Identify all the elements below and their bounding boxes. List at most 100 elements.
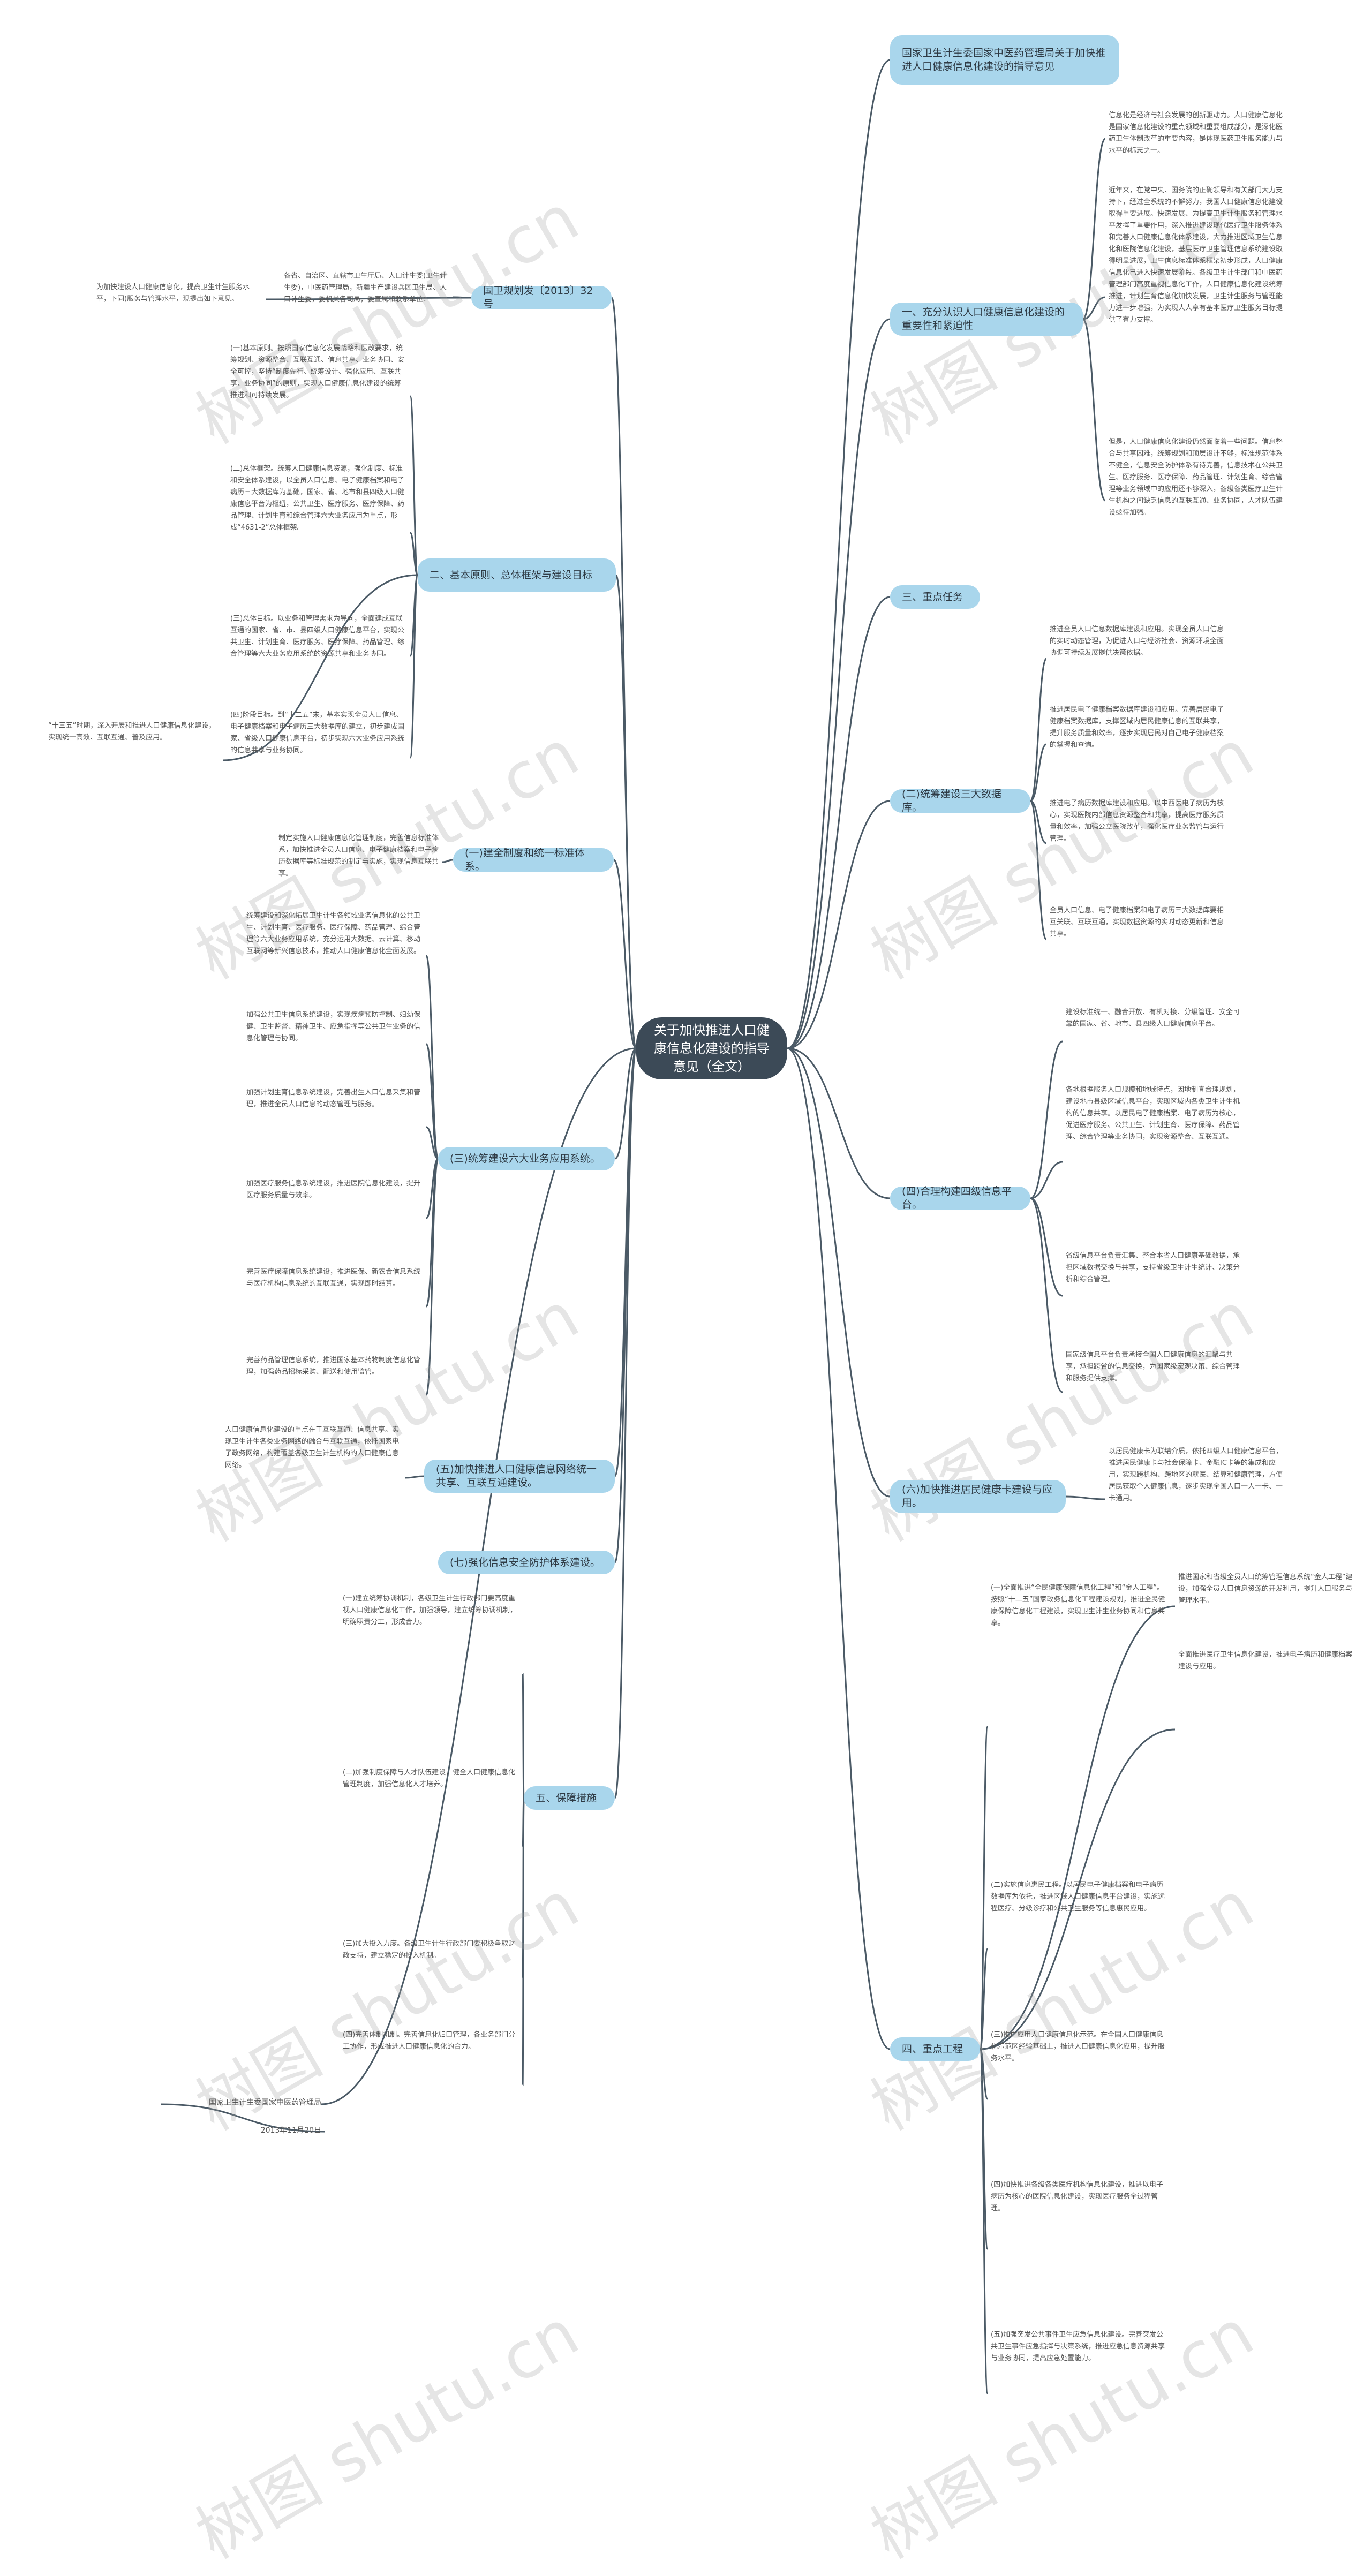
branch-principles[interactable]: 二、基本原则、总体框架与建设目标 (418, 558, 616, 592)
branch-three-databases[interactable]: (二)统筹建设三大数据库。 (890, 788, 1030, 813)
connector-line (980, 1605, 1176, 2050)
branch-text: 以居民健康卡为联结介质，依托四级人口健康信息平台，推进居民健康卡与社会保障卡、金… (1109, 1447, 1283, 1502)
branch-text: 全员人口信息、电子健康档案和电子病历三大数据库要相互关联、互联互通，实现数据资源… (1050, 906, 1224, 938)
branch-text: 近年来，在党中央、国务院的正确领导和有关部门大力支持下，经过全系统的不懈努力，我… (1109, 186, 1283, 324)
connector-line (979, 1948, 989, 2050)
branch-text: 加强医疗服务信息系统建设，推进医院信息化建设，提升医疗服务质量与效率。 (246, 1180, 421, 1199)
branch-key-projects[interactable]: 四、重点工程 (890, 2037, 980, 2061)
branch-text: 信息化是经济与社会发展的创新驱动力。人口健康信息化是国家信息化建设的重点领域和重… (1109, 111, 1283, 155)
branch-text: 制定实施人口健康信息化管理制度，完善信息标准体系，加快推进全员人口信息、电子健康… (278, 834, 439, 878)
connector-line (425, 1158, 439, 1396)
branch-text: (二)实施信息惠民工程。以居民电子健康档案和电子病历数据库为依托，推进区域人口健… (991, 1881, 1165, 1913)
issue-date: 2013年11月20日 (260, 2126, 321, 2135)
branch-standards[interactable]: (一)建全制度和统一标准体系。 (453, 847, 614, 872)
branch-text: 推进国家和省级全员人口统筹管理信息系统“金人工程”建设，加强全员人口信息资源的开… (1178, 1573, 1353, 1605)
branch-text: 人口健康信息化建设的重点在于互联互通、信息共享。实现卫生计生各类业务网络的融合与… (225, 1426, 400, 1469)
connector-line (1030, 743, 1047, 802)
issuer-label: 国家卫生计生委国家中医药管理局 (209, 2098, 321, 2107)
connector-line (409, 574, 419, 759)
branch-text: (一)建立统筹协调机制，各级卫生计生行政部门要高度重视人口健康信息化工作，加强领… (343, 1595, 517, 1626)
branch-text: “十三五”时期，深入开展和推进人口健康信息化建设，实现统一高效、互联互通、普及应… (48, 722, 216, 742)
branch-text: 省级信息平台负责汇集、整合本省人口健康基础数据，承担区域数据交换与共享，支持省级… (1066, 1252, 1240, 1283)
connector-line (1030, 1197, 1063, 1297)
connector-line (1030, 1161, 1063, 1199)
connector-lines (160, 59, 1176, 2394)
branch-security[interactable]: (七)强化信息安全防护体系建设。 (438, 1551, 615, 1574)
branch-importance[interactable]: 一、充分认识人口健康信息化建设的重要性和紧迫性 (890, 303, 1083, 336)
branch-safeguards[interactable]: 五、保障措施 (524, 1786, 615, 1810)
connector-line (1065, 1495, 1106, 1500)
branch-text: (二)加强制度保障与人才队伍建设，健全人口健康信息化管理制度，加强信息化人才培养… (343, 1769, 516, 1788)
central-topic[interactable]: 关于加快推进人口健康信息化建设的指导意见（全文） (636, 1017, 787, 1079)
connector-line (522, 1797, 525, 2087)
connector-line (1082, 138, 1106, 320)
branch-text: 统筹建设和深化拓展卫生计生各领域业务信息化的公共卫生、计划生育、医疗服务、医疗保… (246, 912, 421, 955)
branch-text: (三)加大投入力度。各级卫生计生行政部门要积极争取财政支持，建立稳定的投入机制。 (343, 1940, 516, 1960)
branch-text: (五)加强突发公共事件卫生应急信息化建设。完善突发公共卫生事件应急指挥与决策系统… (991, 2331, 1165, 2362)
connector-line (1082, 318, 1106, 502)
connector-line (265, 297, 472, 300)
connector-line (787, 1047, 891, 1199)
connector-line (442, 859, 454, 863)
connector-line (522, 1672, 525, 1799)
branch-text: (四)阶段目标。到“十二五”末，基本实现全员人口信息、电子健康档案和电子病历三大… (230, 711, 405, 754)
connector-line (160, 2103, 325, 2133)
branch-text: (二)总体框架。统筹人口健康信息资源，强化制度、标准和安全体系建设，以全员人口信… (230, 465, 405, 532)
connector-line (426, 1126, 439, 1160)
connector-line (614, 1047, 637, 1563)
branch-text: (三)推广应用人口健康信息化示范。在全国人口健康信息化示范区经验基础上，推进人口… (991, 2031, 1165, 2063)
connector-line (1029, 800, 1048, 941)
branch-text: 推进电子病历数据库建设和应用。以中西医电子病历为核心，实现医院内部信息资源整合和… (1050, 799, 1224, 843)
branch-key-tasks[interactable]: 三、重点任务 (890, 585, 980, 609)
connector-line (1029, 658, 1048, 802)
branch-text: 加强计划生育信息系统建设，完善出生人口信息采集和管理，推进全员人口信息的动态管理… (246, 1089, 421, 1108)
branch-text: 为加快建设人口健康信息化，提高卫生计生服务水平，下同)服务与管理水平，现提出如下… (96, 283, 250, 303)
connector-line (787, 1047, 891, 1498)
connector-line (979, 2048, 989, 2394)
connector-line (1030, 800, 1047, 844)
connector-line (1082, 296, 1106, 320)
connector-line (613, 859, 637, 1049)
connector-line (787, 596, 891, 1049)
branch-text: 建设标准统一、融合开放、有机对接、分级管理、安全可靠的国家、省、地市、县四级人口… (1066, 1008, 1240, 1028)
connector-line (321, 1047, 637, 2105)
branch-document-number[interactable]: 国卫规划发〔2013〕32号 (471, 285, 612, 310)
branch-text: 加强公共卫生信息系统建设，实现疾病预防控制、妇幼保健、卫生监督、精神卫生、应急指… (246, 1011, 421, 1043)
branch-text: 但是，人口健康信息化建设仍然面临着一些问题。信息整合与共享困难，统筹规划和顶层设… (1109, 438, 1283, 517)
branch-text: (三)总体目标。以业务和管理需求为导向，全面建成互联互通的国家、省、市、县四级人… (230, 615, 405, 658)
branch-health-card[interactable]: (六)加快推进居民健康卡建设与应用。 (890, 1480, 1066, 1513)
connector-line (615, 574, 637, 1049)
connector-line (787, 800, 891, 1049)
connector-line (614, 1047, 637, 1799)
branch-six-applications[interactable]: (三)统筹建设六大业务应用系统。 (438, 1147, 615, 1170)
connector-line (787, 1047, 891, 2050)
branch-text: (四)加快推进各级各类医疗机构信息化建设，推进以电子病历为核心的医院信息化建设，… (991, 2181, 1164, 2212)
connector-line (979, 1726, 989, 2050)
branch-text: (一)全面推进“全民健康保障信息化工程”和“金人工程”。按照“十二五”国家政务信… (991, 1584, 1165, 1627)
connector-line (222, 574, 418, 761)
branch-text: 全面推进医疗卫生信息化建设，推进电子病历和健康档案建设与应用。 (1178, 1651, 1353, 1671)
branch-four-platforms[interactable]: (四)合理构建四级信息平台。 (890, 1185, 1030, 1211)
branch-text: 各地根据服务人口规模和地域特点，因地制宜合理规划，建设地市县级区域信息平台，实现… (1066, 1086, 1240, 1141)
branch-text: 推进居民电子健康档案数据库建设和应用。完善居民电子健康档案数据库，支撑区域内居民… (1050, 706, 1224, 749)
branch-guidance-title[interactable]: 国家卫生计生委国家中医药管理局关于加快推进人口健康信息化建设的指导意见 (890, 35, 1119, 85)
branch-network[interactable]: (五)加快推进人口健康信息网络统一共享、互联互通建设。 (424, 1460, 615, 1493)
connector-line (614, 1047, 637, 1160)
connector-line (404, 1475, 425, 1479)
branch-text: (一)基本原则。按照国家信息化发展战略和医改要求，统筹规划、资源整合、互联互通、… (230, 344, 405, 399)
connector-line (453, 296, 472, 299)
branch-text: 各省、自治区、直辖市卫生厅局、人口计生委(卫生计生委)，中医药管理局，新疆生产建… (284, 272, 447, 304)
branch-text: 完善医疗保障信息系统建设，推进医保、新农合信息系统与医疗机构信息系统的互联互通，… (246, 1268, 421, 1288)
connector-line (409, 532, 419, 576)
connector-line (425, 1043, 439, 1160)
branch-text: 推进全员人口信息数据库建设和应用。实现全员人口信息的实时动态管理，为促进人口与经… (1050, 625, 1224, 657)
connector-line (1030, 1197, 1063, 1393)
connector-line (787, 318, 891, 1049)
connector-line (787, 59, 891, 1049)
branch-text: 国家级信息平台负责承接全国人口健康信息的汇聚与共享，承担跨省的信息交换，为国家级… (1066, 1351, 1240, 1383)
connector-line (1030, 1040, 1063, 1199)
branch-text: 完善药品管理信息系统，推进国家基本药物制度信息化管理，加强药品招标采购、配送和使… (246, 1356, 421, 1376)
connector-line (980, 1728, 1176, 2050)
connector-line (409, 395, 419, 576)
branch-text: (四)完善体制机制。完善信息化归口管理，各业务部门分工协作，形成推进人口健康信息… (343, 2031, 516, 2051)
